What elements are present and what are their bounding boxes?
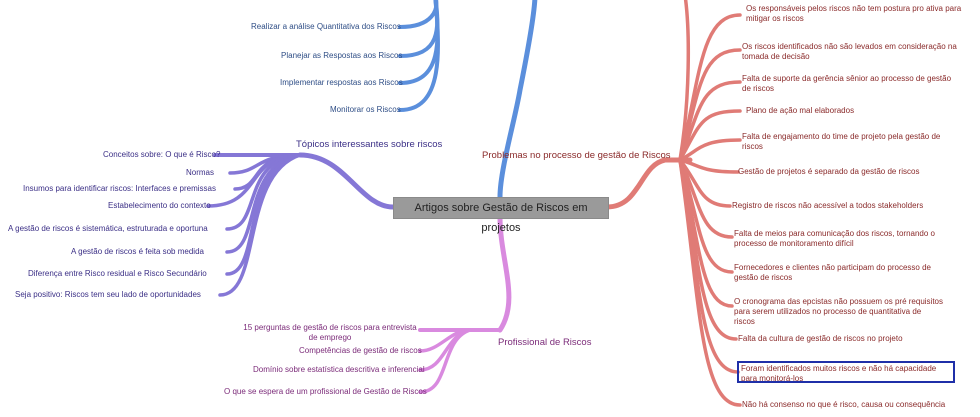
node-right-6[interactable]: Gestão de projetos é separado da gestão … — [738, 167, 920, 176]
node-top-4[interactable]: Monitorar os Riscos — [330, 105, 401, 114]
node-left-8[interactable]: Seja positivo: Riscos tem seu lado de op… — [15, 290, 201, 299]
central-topic[interactable]: Artigos sobre Gestão de Riscos em projet… — [393, 197, 609, 234]
node-left-3[interactable]: Insumos para identificar riscos: Interfa… — [23, 184, 216, 193]
node-right-4[interactable]: Plano de ação mal elaborados — [746, 106, 855, 115]
connector-violet-trunk — [297, 152, 396, 210]
node-left-1[interactable]: Conceitos sobre: O que é Risco? — [103, 150, 221, 159]
connector-blue-1 — [398, 0, 439, 29]
node-right-5[interactable]: Falta de engajamento do time de projeto … — [742, 132, 941, 151]
connector-red-trunk — [604, 157, 693, 210]
node-right-8[interactable]: Falta de meios para comunicação dos risc… — [734, 229, 935, 248]
node-right-12[interactable]: Foram identificados muitos riscos e não … — [741, 364, 937, 383]
node-bottom-4[interactable]: O que se espera de um profissional de Ge… — [224, 387, 427, 396]
node-top-2[interactable]: Planejar as Respostas aos Riscos — [281, 51, 403, 60]
node-right-2[interactable]: Os riscos identificados não são levados … — [742, 42, 957, 61]
node-top-3[interactable]: Implementar respostas aos Riscos — [280, 78, 403, 87]
node-bottom-1[interactable]: 15 perguntas de gestão de riscos para en… — [243, 323, 417, 342]
branch-bottom-label[interactable]: Profissional de Riscos — [498, 337, 592, 348]
connector-magenta-trunk — [497, 214, 512, 333]
node-left-4[interactable]: Estabelecimento do contexto — [108, 201, 211, 210]
selection-highlight — [737, 361, 955, 383]
node-right-10[interactable]: O cronograma das epcistas não possuem os… — [734, 297, 943, 326]
connector-blue-trunk — [497, 0, 538, 200]
node-right-1[interactable]: Os responsáveis pelos riscos não tem pos… — [746, 4, 962, 23]
node-right-7[interactable]: Registro de riscos não acessível a todos… — [732, 201, 924, 210]
node-right-9[interactable]: Fornecedores e clientes não participam d… — [734, 263, 931, 282]
node-right-3[interactable]: Falta de suporte da gerência sênior ao p… — [742, 74, 952, 93]
node-left-5[interactable]: A gestão de riscos é sistemática, estrut… — [8, 224, 208, 233]
node-bottom-3[interactable]: Domínio sobre estatística descritiva e i… — [253, 365, 425, 374]
node-right-13[interactable]: Não há consenso no que é risco, causa ou… — [742, 400, 946, 409]
node-left-2[interactable]: Normas — [186, 168, 215, 177]
node-top-1[interactable]: Realizar a análise Quantitativa dos Risc… — [251, 22, 401, 31]
branch-right-label[interactable]: Problemas no processo de gestão de Risco… — [482, 150, 671, 161]
node-right-11[interactable]: Falta da cultura de gestão de riscos no … — [738, 334, 903, 343]
branch-left-label[interactable]: Tópicos interessantes sobre riscos — [296, 139, 443, 150]
connector-blue-4 — [398, 0, 440, 112]
node-left-6[interactable]: A gestão de riscos é feita sob medida — [71, 247, 204, 256]
node-bottom-2[interactable]: Competências de gestão de riscos — [299, 346, 422, 355]
node-left-7[interactable]: Diferença entre Risco residual e Risco S… — [28, 269, 207, 278]
